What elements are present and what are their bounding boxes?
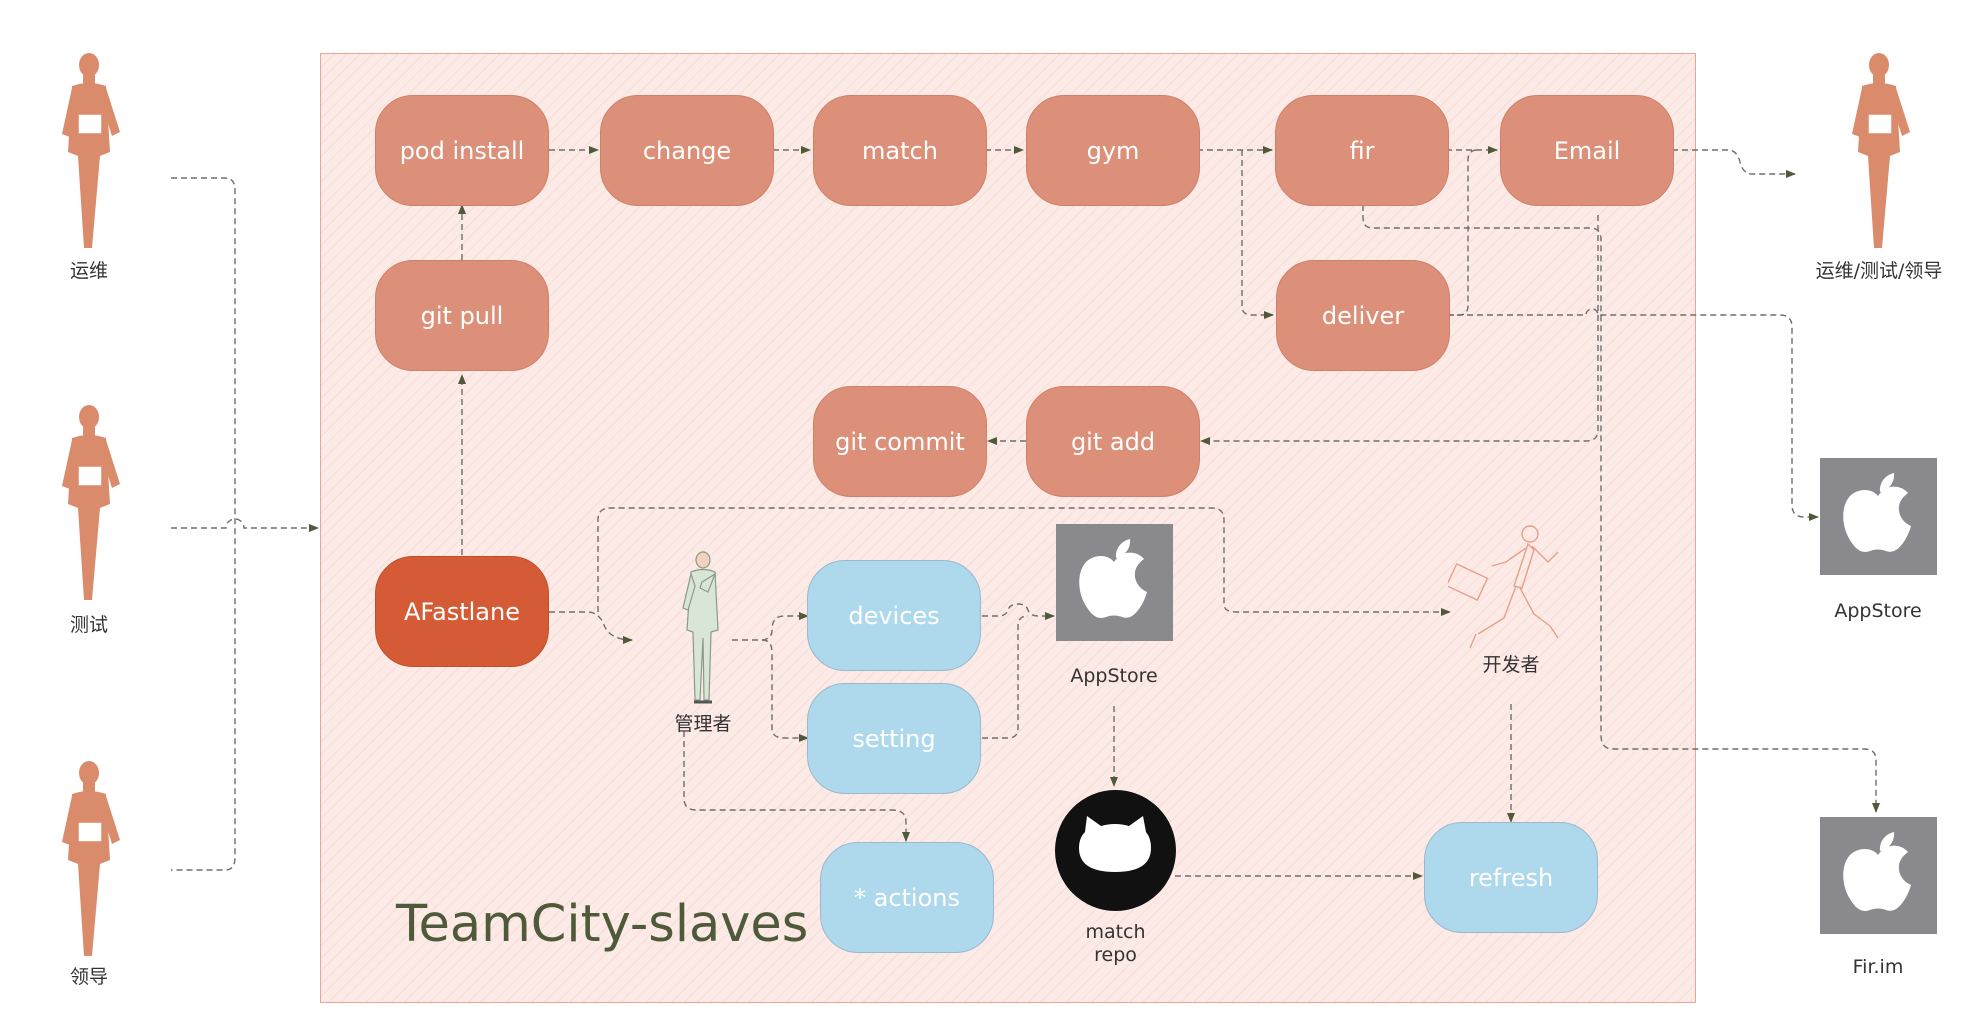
actor-test-label: 测试	[69, 614, 108, 636]
actor-ops-label: 运维	[69, 260, 108, 282]
apple-icon	[1843, 832, 1911, 911]
admin-label: 管理者	[674, 713, 732, 735]
edge-admin-actions	[683, 731, 910, 842]
actor-lead-label: 领导	[69, 966, 108, 988]
appstore-outer-tile	[1820, 458, 1937, 575]
match-repo-label-line2: repo	[1094, 944, 1137, 966]
node-email[interactable]: Email	[1500, 95, 1674, 206]
node-git-commit[interactable]: git commit	[813, 386, 987, 497]
github-icon	[1079, 816, 1151, 872]
node-git-add[interactable]: git add	[1026, 386, 1200, 497]
edge-admin-devices	[732, 612, 809, 641]
node-match[interactable]: match	[813, 95, 987, 206]
person-icon	[62, 405, 120, 600]
person-icon	[62, 53, 120, 248]
apple-icon	[1079, 539, 1147, 618]
node-pod-install[interactable]: pod install	[375, 95, 549, 206]
recipients-label: 运维/测试/领导	[1815, 260, 1943, 282]
teamcity-panel	[320, 53, 1696, 1003]
firim-tile	[1820, 817, 1937, 934]
node-change[interactable]: change	[600, 95, 774, 206]
node-fir[interactable]: fir	[1275, 95, 1449, 206]
edge-deliver-appstore	[1447, 308, 1819, 521]
actors-bracket	[171, 177, 236, 871]
node-devices[interactable]: devices	[807, 560, 981, 671]
edge-email-gitadd	[1200, 215, 1599, 445]
person-icon	[62, 761, 120, 956]
businessman-icon	[682, 551, 719, 704]
edge-email-recipients	[1672, 149, 1796, 178]
appstore-inner-label: AppStore	[1070, 665, 1158, 687]
edge-gym-deliver	[1241, 150, 1274, 319]
node-deliver[interactable]: deliver	[1276, 260, 1450, 371]
actors-to-panel-edge	[171, 518, 319, 532]
appstore-inner-tile	[1056, 524, 1173, 641]
match-repo-label-line1: match	[1085, 921, 1146, 943]
node-actions[interactable]: * actions	[820, 842, 994, 953]
person-icon	[1852, 53, 1910, 248]
developer-label: 开发者	[1482, 654, 1540, 676]
node-afastlane[interactable]: AFastlane	[375, 556, 549, 667]
firim-label: Fir.im	[1852, 956, 1904, 978]
edge-admin-setting	[761, 639, 809, 742]
edge-devices-appstore	[982, 603, 1055, 620]
edge-afastlane-developer	[597, 507, 1451, 616]
runner-icon	[1448, 525, 1559, 649]
edge-fir-firim	[1362, 205, 1880, 813]
edge-setting-appstore	[982, 615, 1029, 739]
node-refresh[interactable]: refresh	[1424, 822, 1598, 933]
edge-deliver-email	[1448, 149, 1479, 316]
panel-title: TeamCity-slaves	[396, 895, 809, 954]
node-git-pull[interactable]: git pull	[375, 260, 549, 371]
match-repo-circle	[1055, 790, 1176, 911]
match-repo-label: match repo	[1055, 921, 1176, 967]
apple-icon	[1843, 473, 1911, 552]
node-setting[interactable]: setting	[807, 683, 981, 794]
edge-afastlane-admin	[549, 611, 633, 644]
appstore-outer-label: AppStore	[1834, 600, 1922, 622]
node-gym[interactable]: gym	[1026, 95, 1200, 206]
